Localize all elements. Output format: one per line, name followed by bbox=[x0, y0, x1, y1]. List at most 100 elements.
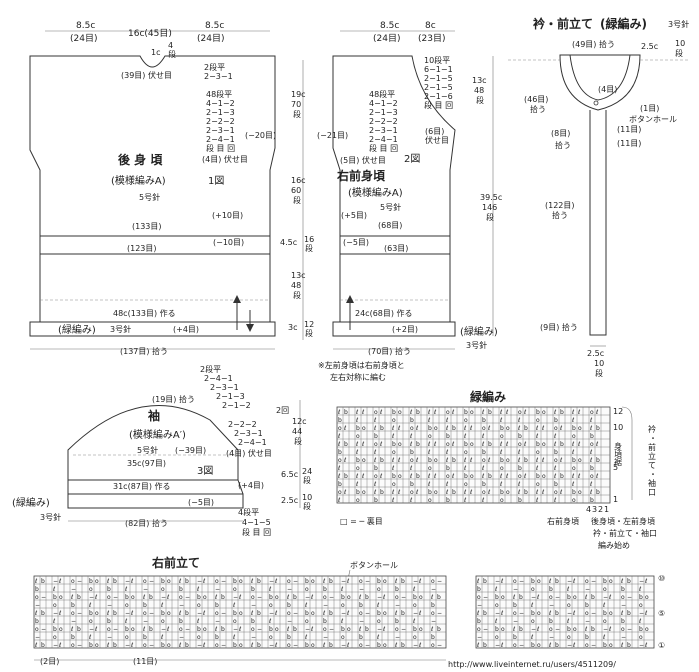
svg-text:o: o bbox=[500, 497, 504, 504]
front-band-chart-title: 右前立て bbox=[151, 555, 200, 570]
svg-text:b: b bbox=[323, 586, 327, 593]
svg-text:段 目 回: 段 目 回 bbox=[242, 527, 271, 537]
svg-text:拾う: 拾う bbox=[552, 210, 568, 220]
svg-text:b: b bbox=[603, 642, 607, 649]
rib-chart-title: 緑編み bbox=[470, 389, 506, 404]
svg-text:b: b bbox=[446, 433, 450, 440]
svg-text:o: o bbox=[413, 634, 417, 641]
svg-text:ℓ: ℓ bbox=[517, 481, 520, 488]
svg-text:ℓ: ℓ bbox=[553, 497, 556, 504]
svg-text:o: o bbox=[477, 594, 481, 601]
svg-text:ℓ: ℓ bbox=[535, 465, 538, 472]
svg-text:o: o bbox=[338, 457, 342, 464]
svg-text:3c: 3c bbox=[288, 323, 298, 332]
svg-text:−: − bbox=[329, 594, 334, 601]
svg-text:−: − bbox=[477, 634, 482, 641]
svg-text:ℓ: ℓ bbox=[494, 618, 497, 625]
svg-text:段: 段 bbox=[294, 436, 302, 446]
svg-text:−: − bbox=[401, 626, 406, 633]
svg-text:−: − bbox=[179, 602, 184, 609]
svg-text:ℓ: ℓ bbox=[415, 425, 418, 432]
svg-text:b: b bbox=[596, 457, 600, 464]
svg-text:o: o bbox=[536, 481, 540, 488]
svg-text:b: b bbox=[179, 618, 183, 625]
svg-text:o: o bbox=[518, 441, 522, 448]
svg-text:b: b bbox=[549, 618, 553, 625]
svg-text:146: 146 bbox=[482, 203, 497, 212]
svg-text:ℓ: ℓ bbox=[124, 618, 127, 625]
svg-text:ℓ: ℓ bbox=[445, 425, 448, 432]
svg-text:o: o bbox=[537, 578, 541, 585]
sleeve-dec-5: (−5目) bbox=[188, 498, 214, 507]
svg-text:b: b bbox=[477, 618, 481, 625]
svg-text:o: o bbox=[639, 634, 643, 641]
svg-text:b: b bbox=[359, 602, 363, 609]
svg-text:ℓ: ℓ bbox=[376, 602, 379, 609]
svg-text:o: o bbox=[434, 457, 438, 464]
back-armhole-shaping: 48段平 4−1−2 2−1−3 2−2−2 2−3−1 2−4−1 段 目 回… bbox=[202, 89, 248, 164]
svg-text:ℓ: ℓ bbox=[202, 610, 205, 617]
svg-text:ℓ: ℓ bbox=[409, 497, 412, 504]
svg-text:ℓ: ℓ bbox=[589, 457, 592, 464]
svg-text:ℓ: ℓ bbox=[644, 610, 647, 617]
svg-text:ℓ: ℓ bbox=[469, 457, 472, 464]
front-dec-21: (−21目) bbox=[317, 131, 348, 140]
svg-text:段: 段 bbox=[595, 368, 603, 378]
svg-text:o: o bbox=[89, 586, 93, 593]
svg-text:袖: 袖 bbox=[648, 478, 656, 488]
svg-text:o: o bbox=[431, 642, 435, 649]
svg-text:ℓ: ℓ bbox=[469, 425, 472, 432]
svg-text:ℓ: ℓ bbox=[433, 473, 436, 480]
svg-text:口: 口 bbox=[648, 488, 656, 497]
svg-text:ℓ: ℓ bbox=[412, 618, 415, 625]
back-fig: 1図 bbox=[208, 175, 224, 187]
svg-text:o: o bbox=[356, 433, 360, 440]
svg-text:ℓ: ℓ bbox=[337, 441, 340, 448]
svg-text:b: b bbox=[185, 642, 189, 649]
svg-text:b: b bbox=[401, 642, 405, 649]
svg-text:2−4−1: 2−4−1 bbox=[238, 438, 267, 447]
svg-text:−: − bbox=[477, 602, 482, 609]
svg-text:ℓ: ℓ bbox=[517, 489, 520, 496]
svg-text:−: − bbox=[341, 578, 346, 585]
svg-text:−: − bbox=[437, 610, 442, 617]
svg-text:ℓ: ℓ bbox=[232, 634, 235, 641]
svg-text:ℓ: ℓ bbox=[391, 497, 394, 504]
svg-text:o: o bbox=[383, 610, 387, 617]
svg-text:o: o bbox=[305, 586, 309, 593]
svg-text:b: b bbox=[107, 618, 111, 625]
svg-text:ℓ: ℓ bbox=[517, 417, 520, 424]
svg-text:2−1−6: 2−1−6 bbox=[424, 92, 453, 101]
back-stitches-133: (133目) bbox=[132, 222, 162, 231]
svg-text:b: b bbox=[495, 594, 499, 601]
svg-text:b: b bbox=[125, 626, 129, 633]
svg-text:ℓ: ℓ bbox=[130, 642, 133, 649]
back-top-right-width: 8.5c bbox=[205, 21, 224, 31]
svg-text:ℓ: ℓ bbox=[34, 578, 37, 585]
svg-text:ℓ: ℓ bbox=[505, 409, 508, 416]
svg-text:ℓ: ℓ bbox=[214, 626, 217, 633]
svg-text:ℓ: ℓ bbox=[445, 417, 448, 424]
svg-text:o: o bbox=[362, 425, 366, 432]
sleeve-pickup: (82目) 拾う bbox=[125, 518, 168, 528]
svg-text:1: 1 bbox=[604, 505, 609, 514]
front-top-right-stitches: (23目) bbox=[418, 33, 445, 44]
svg-text:ℓ: ℓ bbox=[343, 457, 346, 464]
svg-text:b: b bbox=[293, 626, 297, 633]
svg-text:b: b bbox=[428, 425, 432, 432]
rib-chart-col-numbers: 4 3 2 1 bbox=[586, 505, 609, 514]
svg-text:−: − bbox=[53, 610, 58, 617]
svg-text:ℓ: ℓ bbox=[517, 457, 520, 464]
svg-text:ℓ: ℓ bbox=[427, 473, 430, 480]
svg-text:b: b bbox=[518, 465, 522, 472]
svg-text:−: − bbox=[395, 602, 400, 609]
svg-text:−: − bbox=[179, 634, 184, 641]
svg-text:b: b bbox=[377, 642, 381, 649]
svg-text:−: − bbox=[323, 634, 328, 641]
svg-text:b: b bbox=[365, 626, 369, 633]
svg-text:b: b bbox=[392, 473, 396, 480]
svg-text:o: o bbox=[572, 465, 576, 472]
svg-text:−: − bbox=[591, 578, 596, 585]
svg-text:ℓ: ℓ bbox=[553, 409, 556, 416]
svg-text:2−4−1: 2−4−1 bbox=[204, 374, 233, 383]
